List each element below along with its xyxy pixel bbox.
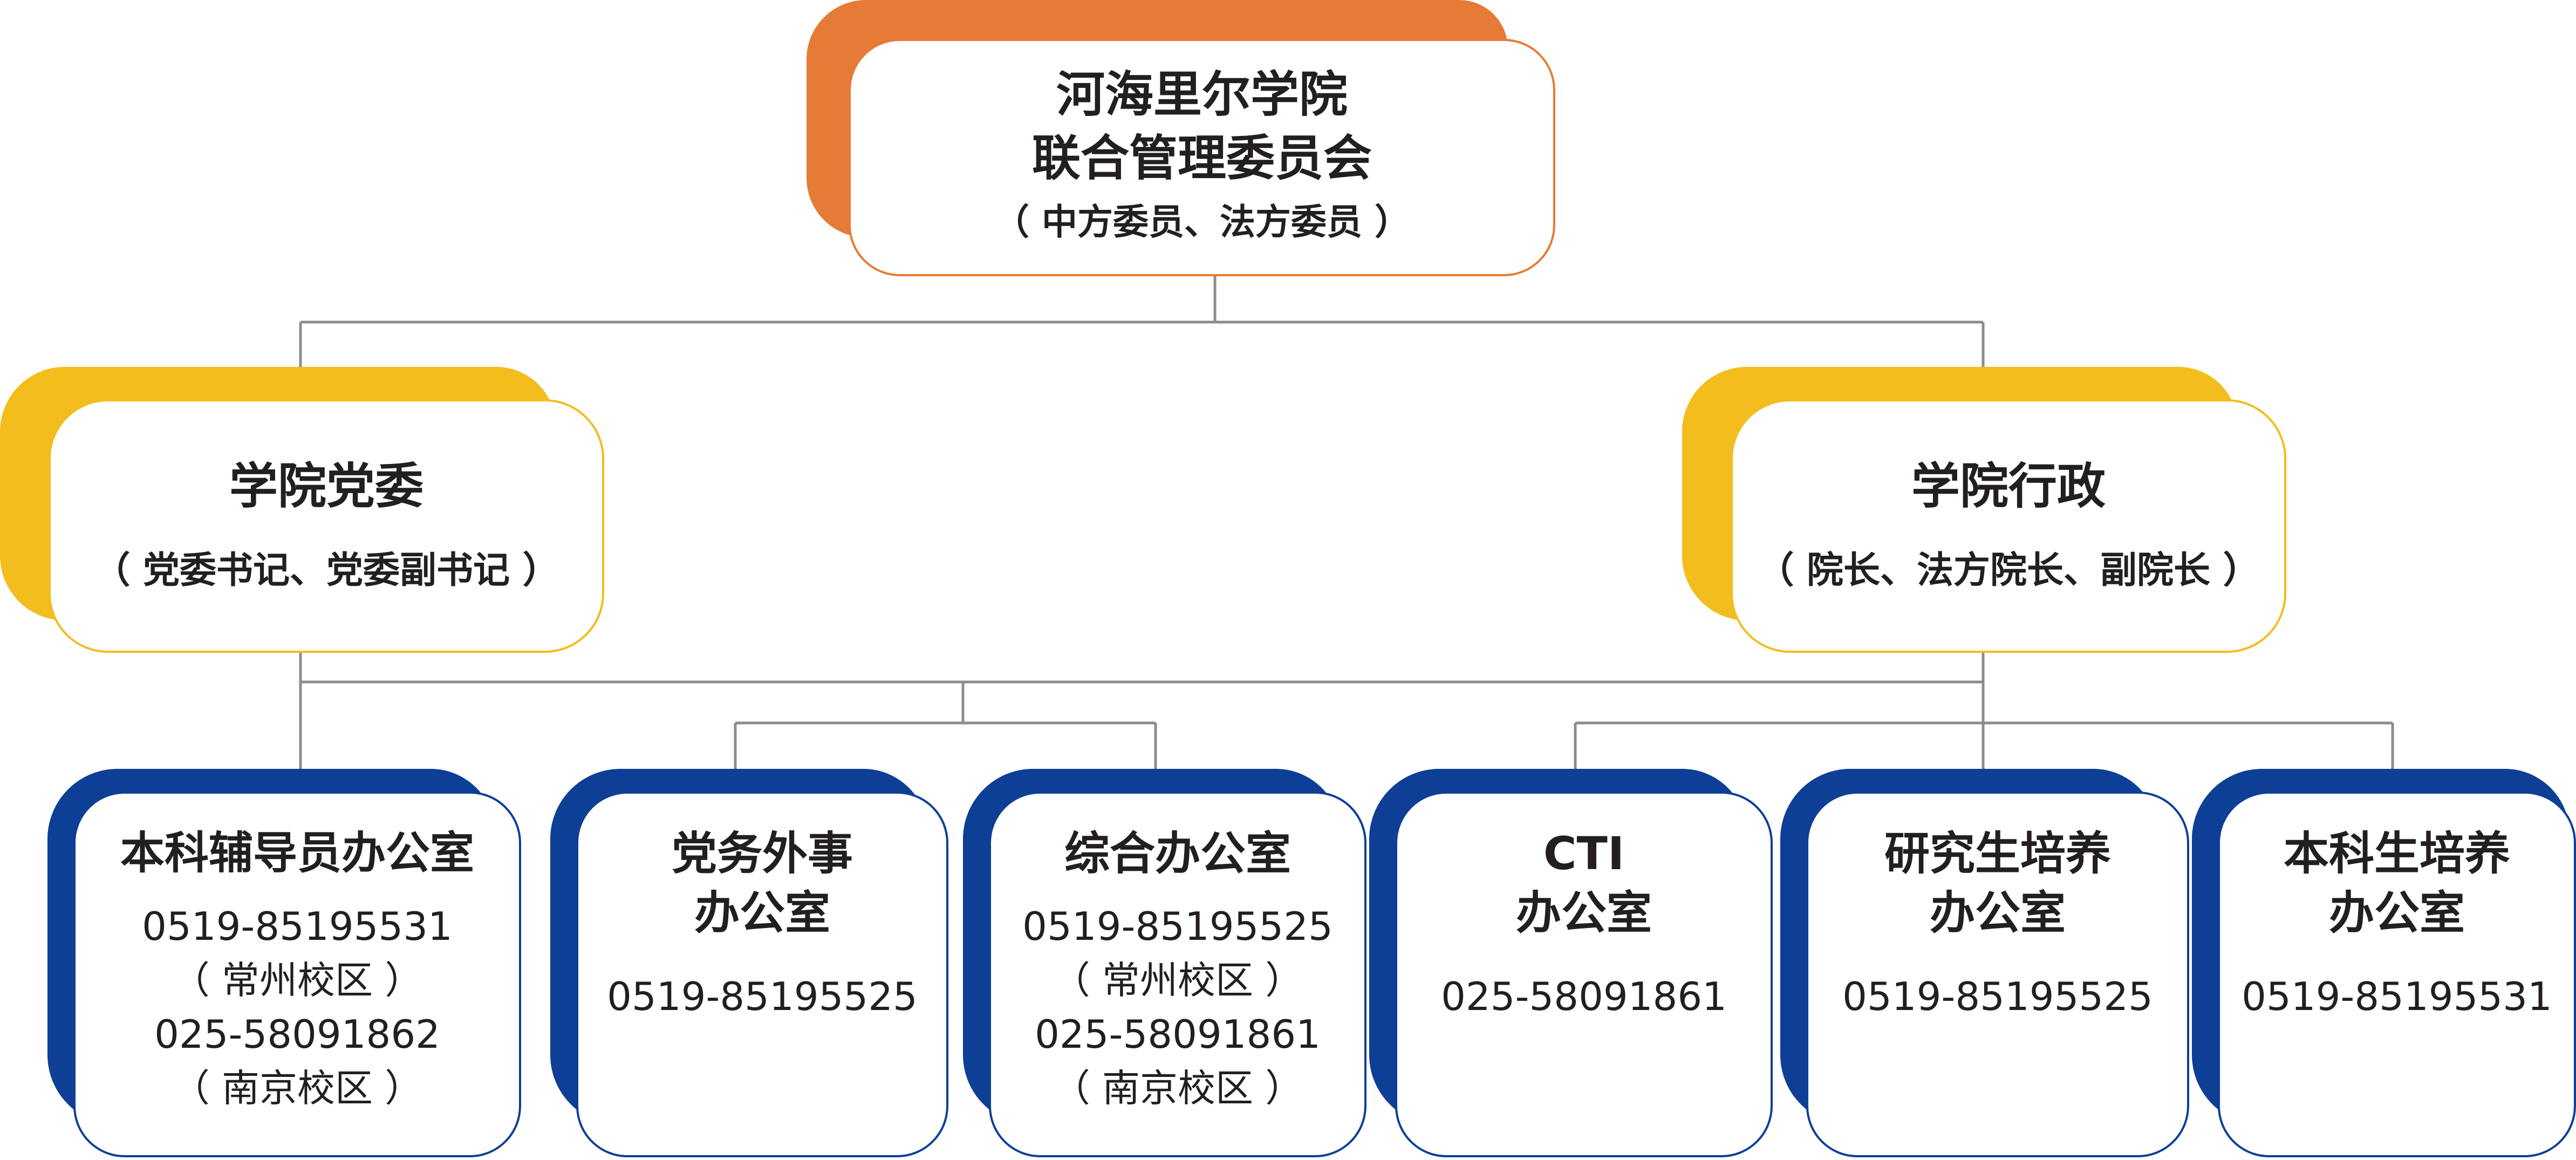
office-title-line1: 本科生培养	[2283, 827, 2510, 880]
office-phone-nanjing: 025-58091862	[154, 1012, 440, 1057]
office-campus-changzhou: （ 常州校区 ）	[172, 958, 423, 1002]
cti-office-node: CTI 办公室 025-58091861	[1369, 769, 1844, 1160]
office-phone-changzhou: 0519-85195531	[142, 904, 453, 949]
node-card: CTI 办公室 025-58091861	[1395, 791, 1773, 1157]
office-phone: 025-58091861	[1441, 974, 1727, 1019]
office-campus-nanjing: （ 南京校区 ）	[172, 1066, 423, 1110]
office-title-line2: 办公室	[2328, 886, 2465, 939]
party-committee-title: 学院党委	[229, 458, 423, 515]
joint-management-committee-node: 河海里尔学院 联合管理委员会 （ 中方委员、法方委员 ）	[807, 0, 1556, 278]
administration-node: 学院行政 （ 院长、法方院长、副院长 ）	[1682, 367, 2289, 656]
office-title: 本科辅导员办公室	[120, 828, 474, 879]
office-campus-nanjing: （ 南京校区 ）	[1052, 1066, 1303, 1110]
party-foreign-affairs-office-node: 党务外事 办公室 0519-85195525	[550, 769, 1025, 1160]
office-title-line2: 办公室	[1929, 886, 2066, 939]
node-card: 研究生培养 办公室 0519-85195525	[1806, 791, 2189, 1157]
office-campus-changzhou: （ 常州校区 ）	[1052, 958, 1303, 1002]
connector-lines	[299, 276, 2394, 769]
node-card: 学院党委 （ 党委书记、党委副书记 ）	[49, 399, 604, 653]
node-card: 本科辅导员办公室 0519-85195531 （ 常州校区 ） 025-5809…	[73, 791, 521, 1157]
general-office-node: 综合办公室 0519-85195525 （ 常州校区 ） 025-5809186…	[963, 769, 1438, 1160]
node-card: 学院行政 （ 院长、法方院长、副院长 ）	[1731, 399, 2286, 653]
office-title-line1: CTI	[1543, 827, 1625, 880]
office-title: 综合办公室	[1064, 827, 1291, 880]
node-card: 党务外事 办公室 0519-85195525	[576, 791, 948, 1157]
office-title-line1: 研究生培养	[1884, 827, 2111, 880]
node-card: 综合办公室 0519-85195525 （ 常州校区 ） 025-5809186…	[989, 791, 1366, 1157]
party-committee-members: （ 党委书记、党委副书记 ）	[93, 549, 559, 592]
office-title-line1: 党务外事	[671, 827, 853, 880]
office-phone: 0519-85195525	[607, 974, 918, 1019]
undergrad-counselor-office-node: 本科辅导员办公室 0519-85195531 （ 常州校区 ） 025-5809…	[47, 769, 522, 1160]
office-phone: 0519-85195531	[2242, 974, 2552, 1019]
administration-title: 学院行政	[1911, 458, 2106, 515]
undergrad-training-office-node: 本科生培养 办公室 0519-85195531	[2192, 769, 2576, 1160]
party-committee-node: 学院党委 （ 党委书记、党委副书记 ）	[0, 367, 607, 656]
office-phone: 0519-85195525	[1842, 974, 2153, 1019]
office-title-line2: 办公室	[1515, 886, 1652, 939]
office-title-line2: 办公室	[694, 886, 830, 939]
committee-members: （ 中方委员、法方委员 ）	[994, 201, 1410, 243]
committee-title-line2: 联合管理委员会	[1032, 130, 1372, 187]
administration-members: （ 院长、法方院长、副院长 ）	[1757, 549, 2260, 592]
office-phone-nanjing: 025-58091861	[1035, 1012, 1321, 1057]
graduate-training-office-node: 研究生培养 办公室 0519-85195525	[1780, 769, 2255, 1160]
node-card: 本科生培养 办公室 0519-85195531	[2218, 791, 2576, 1157]
office-phone-changzhou: 0519-85195525	[1022, 904, 1333, 949]
node-card: 河海里尔学院 联合管理委员会 （ 中方委员、法方委员 ）	[849, 39, 1555, 276]
committee-title-line1: 河海里尔学院	[1056, 66, 1348, 123]
